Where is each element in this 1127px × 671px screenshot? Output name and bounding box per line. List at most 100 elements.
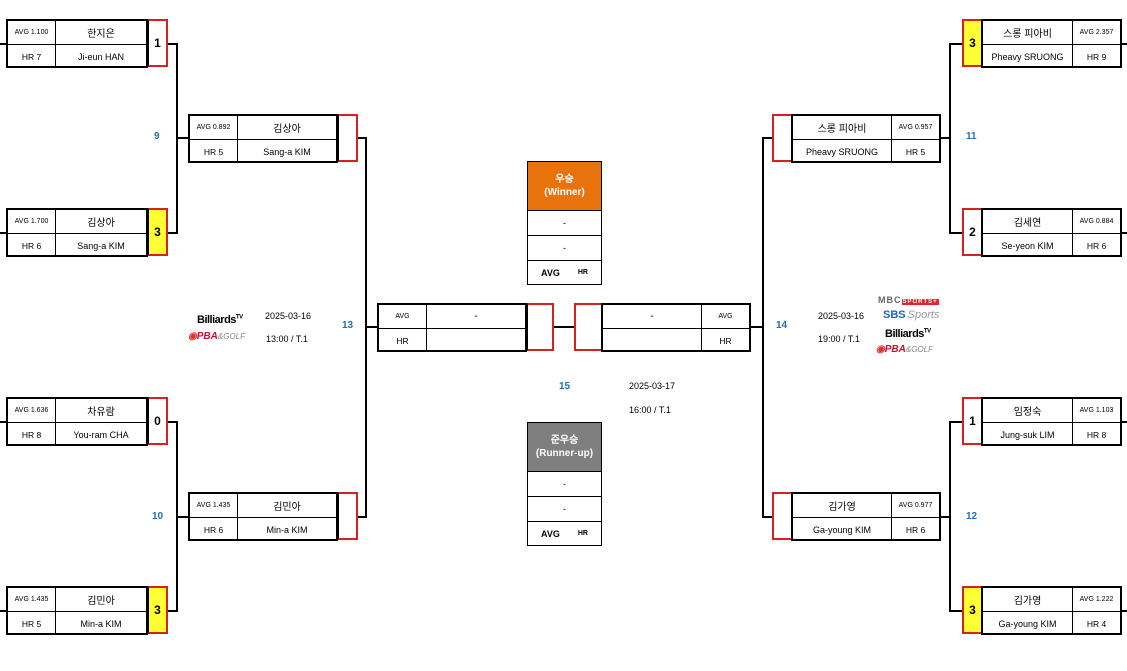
runnerup-subtitle: (Runner-up)	[535, 448, 594, 459]
mbc-sports-logo: MBCSPORTS+	[878, 295, 939, 305]
player-name-kr: 차유람	[55, 399, 146, 422]
winner-title: 우승	[555, 174, 574, 185]
winner-hr-label: HR	[577, 269, 588, 276]
avg-value: AVG 1.103	[1079, 407, 1114, 414]
score-box: 0	[148, 397, 168, 445]
match-number-12: 12	[966, 511, 978, 522]
match-number-10: 10	[152, 511, 164, 522]
player-name-en: Sang-a KIM	[237, 140, 336, 163]
avg-value: AVG 0.977	[898, 502, 933, 509]
player-name-en: Sang-a KIM	[55, 234, 146, 257]
hr-value: HR 5	[203, 146, 224, 157]
score-box	[772, 114, 792, 162]
player-name-kr: 김민아	[237, 494, 336, 517]
hr-value: HR 4	[1086, 618, 1107, 629]
player-name-en: Pheavy SRUONG	[793, 140, 892, 163]
runnerup-title: 준우승	[550, 435, 579, 446]
player-name-en: Pheavy SRUONG	[983, 45, 1073, 68]
runnerup-header: 준우승 (Runner-up)	[528, 423, 601, 471]
player-name-kr: 스롱 피아비	[983, 21, 1073, 44]
player-name-en: Min-a KIM	[237, 518, 336, 541]
hr-value: HR 6	[203, 524, 224, 535]
avg-value: AVG	[395, 313, 410, 320]
winner-subtitle: (Winner)	[544, 187, 585, 198]
runnerup-row: -	[528, 471, 601, 496]
match-number-13: 13	[342, 320, 354, 331]
qf-card-kim-sanga[interactable]: AVG 0.892 김상아 HR 5 Sang-a KIM	[188, 114, 338, 163]
winner-row: -	[528, 210, 601, 235]
score-box: 1	[962, 397, 982, 445]
score-box	[772, 492, 792, 540]
player-name-kr: 김상아	[237, 116, 336, 139]
player-name-en: Ji-eun HAN	[55, 45, 146, 68]
avg-value: AVG 1.700	[14, 218, 49, 225]
player-name-kr: 김세연	[983, 210, 1073, 233]
player-card-han-jieun[interactable]: AVG 1.100 한지은 HR 7 Ji-eun HAN	[6, 19, 148, 68]
score-box	[527, 303, 554, 351]
avg-value: AVG 1.100	[14, 29, 49, 36]
sf-card-left[interactable]: AVG- HR	[377, 303, 527, 352]
score-box	[338, 492, 358, 540]
avg-value: AVG 0.892	[196, 124, 231, 131]
avg-value: AVG 2.357	[1079, 29, 1114, 36]
score-box: 2	[962, 208, 982, 256]
player-name-kr: 김가영	[793, 494, 892, 517]
qf-card-kim-gayoung[interactable]: 김가영 AVG 0.977 Ga-young KIM HR 6	[791, 492, 941, 541]
player-name-kr: 한지은	[55, 21, 146, 44]
match-number-11: 11	[966, 131, 977, 142]
player-name-en: Ga-young KIM	[793, 518, 892, 541]
avg-value: AVG	[718, 313, 733, 320]
avg-value: AVG 1.636	[14, 407, 49, 414]
score-box	[574, 303, 602, 351]
score-box-winner: 3	[962, 586, 982, 634]
player-name-en: Ga-young KIM	[983, 612, 1073, 635]
hr-value: HR 5	[905, 146, 926, 157]
billiards-tv-logo: BilliardsTV	[885, 328, 931, 340]
player-name-kr: -	[603, 305, 702, 328]
player-name-kr: 김가영	[983, 588, 1073, 611]
runnerup-avg-label: AVG	[541, 528, 560, 539]
hr-value: HR 7	[21, 51, 42, 62]
runnerup-hr-label: HR	[577, 530, 588, 537]
avg-value: AVG 0.884	[1079, 218, 1114, 225]
match-number-15: 15	[559, 381, 571, 392]
sf-card-right[interactable]: - AVG HR	[601, 303, 751, 352]
winner-row: -	[528, 235, 601, 260]
hr-value: HR	[719, 335, 732, 346]
hr-value: HR 6	[905, 524, 926, 535]
billiards-tv-logo: BilliardsTV	[197, 314, 243, 326]
winner-header: 우승 (Winner)	[528, 162, 601, 210]
score-box	[338, 114, 358, 162]
schedule-date-left: 2025-03-16	[265, 311, 312, 321]
schedule-date-final: 2025-03-17	[629, 381, 676, 391]
avg-value: AVG 1.435	[196, 502, 231, 509]
pba-golf-logo: ◉PBA&GOLF	[876, 344, 933, 355]
player-name-en: Jung-suk LIM	[983, 423, 1073, 446]
avg-value: AVG 1.435	[14, 596, 49, 603]
match-number-14: 14	[776, 320, 788, 331]
avg-value: AVG 0.957	[898, 124, 933, 131]
schedule-time-left: 13:00 / T.1	[266, 334, 308, 344]
score-box: 1	[148, 19, 168, 67]
player-card-kim-mina[interactable]: AVG 1.435 김민아 HR 5 Min-a KIM	[6, 586, 148, 635]
player-name-en: Min-a KIM	[55, 612, 146, 635]
player-name-kr: -	[426, 305, 525, 328]
score-box-winner: 3	[148, 208, 168, 256]
match-number-9: 9	[154, 131, 160, 142]
player-name-en: You-ram CHA	[55, 423, 146, 446]
hr-value: HR 6	[1086, 240, 1107, 251]
schedule-date-right: 2025-03-16	[818, 311, 865, 321]
player-name-kr: 김민아	[55, 588, 146, 611]
hr-value: HR 6	[21, 240, 42, 251]
hr-value: HR 8	[1086, 429, 1107, 440]
qf-card-kim-mina[interactable]: AVG 1.435 김민아 HR 6 Min-a KIM	[188, 492, 338, 541]
hr-value: HR 5	[21, 618, 42, 629]
